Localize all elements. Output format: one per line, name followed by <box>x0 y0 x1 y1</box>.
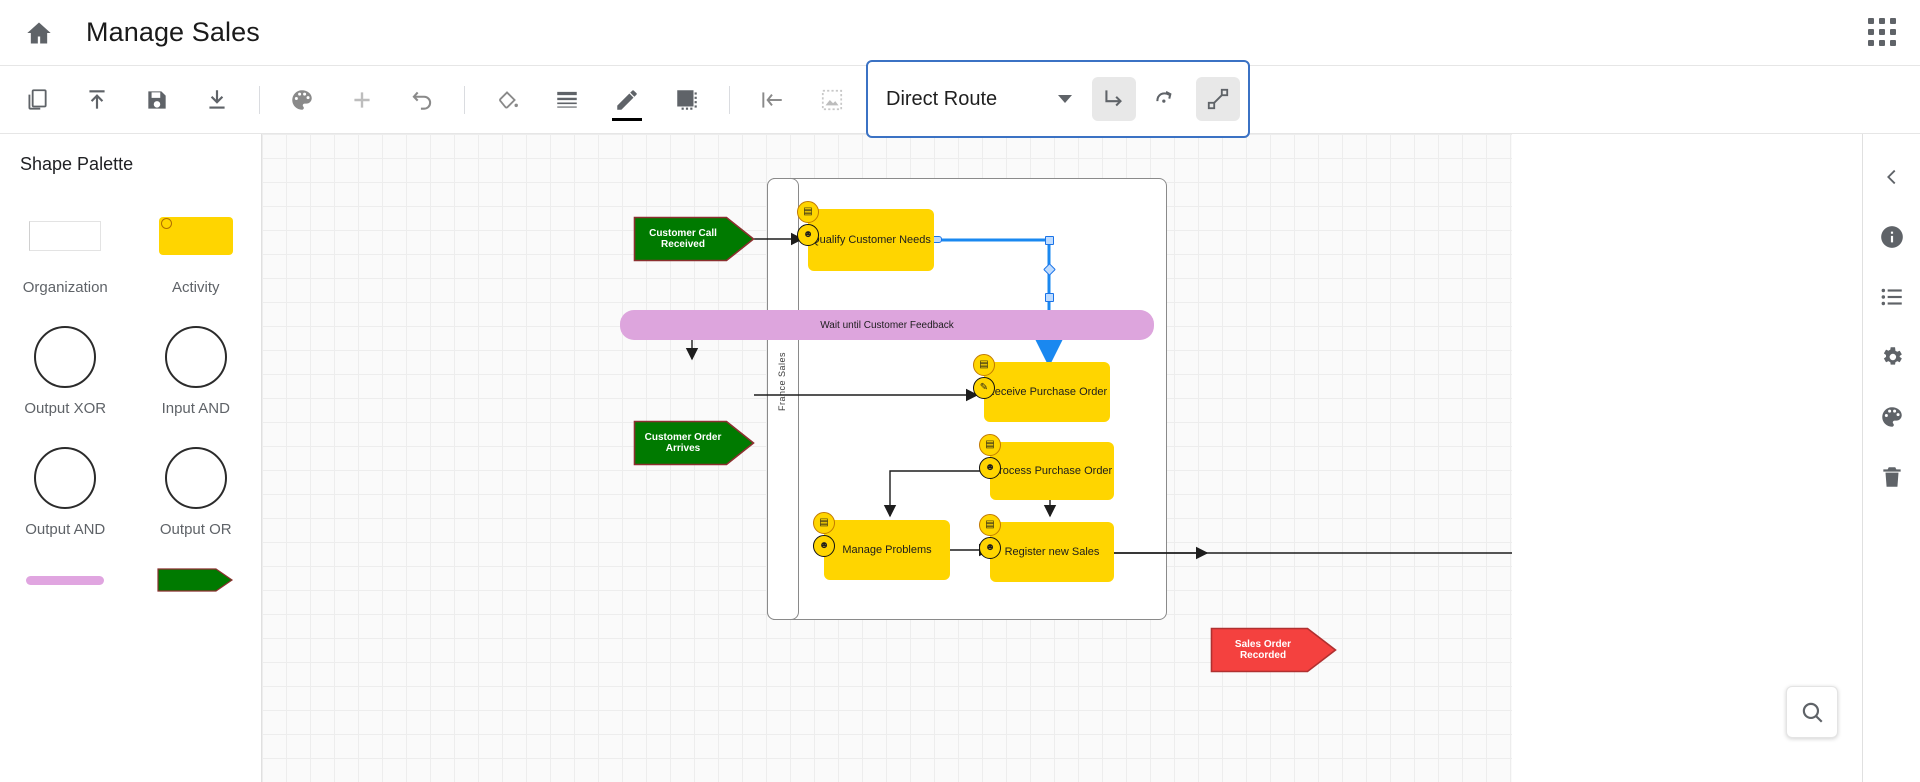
trash-icon[interactable] <box>1875 460 1909 494</box>
save-button[interactable] <box>134 77 180 123</box>
activity-manage-problems[interactable]: ▤ ☻ Manage Problems <box>813 512 950 580</box>
upload-button[interactable] <box>74 77 120 123</box>
document-icon: ▤ <box>979 434 1001 456</box>
activity-badges: ▤ ✎ <box>973 354 995 399</box>
chevron-down-icon[interactable] <box>1058 95 1072 103</box>
pencil-button[interactable] <box>604 77 650 123</box>
circle-shape-icon <box>34 439 97 517</box>
person-icon: ☻ <box>979 457 1001 479</box>
align-left-button[interactable] <box>749 77 795 123</box>
palette-item-output-xor[interactable]: Output XOR <box>0 318 131 417</box>
insert-image-button[interactable] <box>809 77 855 123</box>
lane-label: Wait until Customer Feedback <box>820 319 954 331</box>
document-icon: ▤ <box>973 354 995 376</box>
activity-label: Receive Purchase Order <box>986 386 1108 398</box>
activity-badges: ▤ ☻ <box>797 201 819 246</box>
event-customer-call-received[interactable]: Customer Call Received <box>633 215 755 263</box>
shadow-button[interactable] <box>664 77 710 123</box>
activity-badges: ▤ ☻ <box>813 512 835 557</box>
route-settings-group: Direct Route <box>866 60 1250 138</box>
pencil-active-underline <box>612 117 642 121</box>
list-icon[interactable] <box>1875 280 1909 314</box>
palette-icon[interactable] <box>1875 400 1909 434</box>
activity-label: Process Purchase Order <box>991 465 1113 477</box>
shape-palette-grid: Organization Activity Output XOR Input A… <box>0 197 261 604</box>
elbow-route-button[interactable] <box>1092 77 1136 121</box>
activity-process-purchase-order[interactable]: ▤ ☻ Process Purchase Order <box>979 434 1114 500</box>
app-header: Manage Sales <box>0 0 1920 66</box>
route-type-select[interactable]: Direct Route <box>868 62 1092 136</box>
pool-lane-strip[interactable] <box>767 178 799 620</box>
activity-register-new-sales[interactable]: ▤ ☻ Register new Sales <box>979 514 1114 582</box>
activity-shape-icon <box>158 197 233 275</box>
lane-wait-until-customer-feedback[interactable]: Wait until Customer Feedback <box>620 310 1154 340</box>
apps-grid-icon[interactable] <box>1868 18 1898 48</box>
route-type-value: Direct Route <box>886 87 998 110</box>
person-icon: ☻ <box>979 537 1001 559</box>
connector-bend-handle[interactable] <box>1045 236 1054 245</box>
fill-color-button[interactable] <box>484 77 530 123</box>
gear-icon[interactable] <box>1875 340 1909 374</box>
activity-label: Register new Sales <box>1004 546 1100 558</box>
toolbar-separator <box>729 85 730 114</box>
palette-item-label: Output XOR <box>24 400 107 417</box>
palette-item-event[interactable] <box>131 560 262 604</box>
line-style-button[interactable] <box>544 77 590 123</box>
chevron-left-icon[interactable] <box>1875 160 1909 194</box>
direct-route-button[interactable] <box>1196 77 1240 121</box>
shape-palette-panel: Shape Palette Organization Activity Outp… <box>0 134 262 782</box>
connector-target-handle[interactable] <box>1045 293 1054 302</box>
copy-button[interactable] <box>14 77 60 123</box>
organization-shape-icon <box>29 197 102 275</box>
info-icon[interactable] <box>1875 220 1909 254</box>
zoom-search-button[interactable] <box>1786 686 1838 738</box>
home-icon[interactable] <box>22 16 56 50</box>
circle-shape-icon <box>164 439 227 517</box>
document-icon: ▤ <box>797 201 819 223</box>
page-title: Manage Sales <box>86 17 260 47</box>
activity-badges: ▤ ☻ <box>979 514 1001 559</box>
event-arrow-shape-icon <box>156 560 236 600</box>
toolbar-separator <box>464 85 465 114</box>
palette-item-input-and[interactable]: Input AND <box>131 318 262 417</box>
event-sales-order-recorded[interactable]: Sales Order Recorded <box>1210 626 1338 674</box>
palette-item-output-or[interactable]: Output OR <box>131 439 262 538</box>
activity-label: Qualify Customer Needs <box>811 234 931 246</box>
undo-button[interactable] <box>399 77 445 123</box>
palette-icon-button[interactable] <box>279 77 325 123</box>
document-icon: ▤ <box>979 514 1001 536</box>
activity-badges: ▤ ☻ <box>979 434 1001 479</box>
download-button[interactable] <box>194 77 240 123</box>
person-icon: ☻ <box>813 535 835 557</box>
curved-route-button[interactable] <box>1144 77 1188 121</box>
shape-palette-title: Shape Palette <box>20 154 134 174</box>
event-customer-order-arrives[interactable]: Customer Order Arrives <box>633 419 755 467</box>
circle-shape-icon <box>34 318 97 396</box>
palette-item-output-and[interactable]: Output AND <box>0 439 131 538</box>
diagram-canvas[interactable]: France Sales <box>262 134 1512 782</box>
palette-item-activity[interactable]: Activity <box>131 197 262 296</box>
write-icon: ✎ <box>973 377 995 399</box>
lane-shape-icon <box>26 560 105 600</box>
toolbar-separator <box>259 85 260 114</box>
palette-item-label: Output OR <box>159 521 232 538</box>
document-icon: ▤ <box>813 512 835 534</box>
add-button[interactable] <box>339 77 385 123</box>
person-icon: ☻ <box>797 224 819 246</box>
palette-item-label: Output AND <box>25 521 106 538</box>
palette-item-lane[interactable] <box>0 560 131 604</box>
palette-item-label: Organization <box>22 279 108 296</box>
activity-qualify-customer-needs[interactable]: ▤ ☻ Qualify Customer Needs <box>797 201 934 271</box>
circle-shape-icon <box>164 318 227 396</box>
selected-connector <box>934 238 1063 367</box>
palette-item-label: Activity <box>171 279 220 296</box>
palette-item-organization[interactable]: Organization <box>0 197 131 296</box>
activity-label: Manage Problems <box>842 544 932 556</box>
palette-item-label: Input AND <box>161 400 230 417</box>
right-rail <box>1862 134 1920 782</box>
activity-receive-purchase-order[interactable]: ▤ ✎ Receive Purchase Order <box>973 354 1110 422</box>
